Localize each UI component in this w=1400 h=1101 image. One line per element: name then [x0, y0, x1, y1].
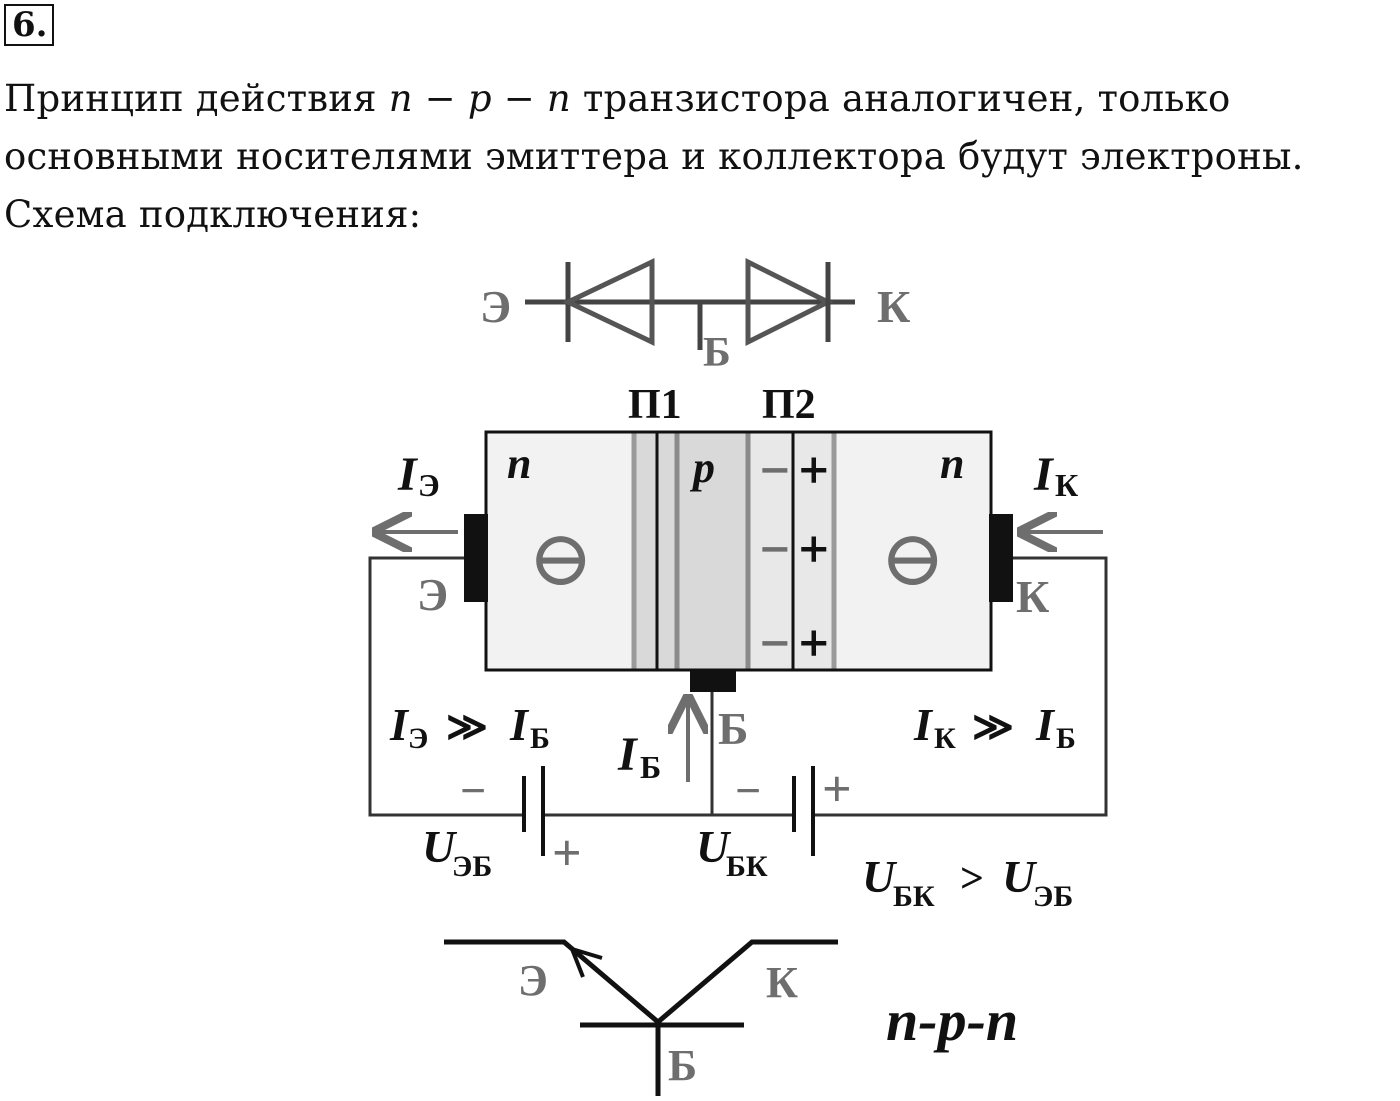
svg-text:I: I [913, 699, 934, 750]
collector-current-label: I К [1033, 448, 1078, 503]
svg-text:Б: Б [640, 749, 661, 785]
svg-text:I: I [1035, 699, 1056, 750]
space-charge-minus: − [758, 525, 792, 572]
svg-text:Б: Б [530, 722, 550, 755]
region-middle-p: p [689, 443, 715, 492]
space-charge-plus: + [797, 446, 831, 493]
circuit-wires [368, 556, 1108, 817]
svg-text:Э: Э [418, 467, 440, 503]
emitter-current-label: I Э [397, 448, 440, 503]
svg-text:+: + [822, 761, 852, 818]
space-charge-minus: − [758, 446, 792, 493]
space-charge-minus: − [758, 619, 792, 666]
junction-p2-label: П2 [762, 382, 816, 428]
collector-contact-label: К [1016, 571, 1049, 622]
collector-relation: I К ≫ I Б [913, 699, 1076, 755]
problem-statement: Принцип действия n − p − n транзистора а… [4, 70, 1396, 244]
svg-text:БК: БК [893, 880, 935, 913]
svg-text:Э: Э [408, 722, 428, 755]
svg-text:ЭБ: ЭБ [1033, 880, 1073, 913]
svg-text:К: К [1055, 467, 1078, 503]
svg-text:≫: ≫ [972, 704, 1014, 749]
svg-text:U: U [696, 821, 732, 872]
svg-text:К: К [934, 722, 956, 755]
top-base-label: Б [703, 330, 731, 376]
emitter-contact-label: Э [417, 569, 448, 620]
svg-text:+: + [552, 825, 582, 882]
voltage-left-label: U ЭБ [422, 821, 492, 883]
svg-text:Б: Б [1056, 722, 1076, 755]
emitter-relation: I Э ≫ I Б [389, 699, 550, 755]
npn-type-label: n-p-n [886, 988, 1018, 1053]
npn-symbol [444, 939, 838, 1096]
base-current-label: I Б [617, 728, 661, 785]
svg-text:−: − [735, 765, 761, 816]
svg-text:I: I [509, 699, 530, 750]
svg-text:≫: ≫ [446, 704, 488, 749]
svg-text:U: U [422, 821, 458, 872]
npn-base-label: Б [668, 1041, 697, 1090]
svg-text:БК: БК [726, 850, 768, 883]
carrier-right: ⊖ [880, 514, 945, 604]
top-collector-label: К [877, 281, 910, 332]
svg-text:−: − [460, 765, 486, 816]
formula: n − p − n [388, 77, 571, 120]
svg-text:I: I [1033, 448, 1055, 501]
base-contact-label: Б [718, 703, 748, 754]
voltage-relation: U БК > U ЭБ [862, 851, 1073, 913]
svg-text:ЭБ: ЭБ [452, 850, 492, 883]
text-after: транзистора аналогичен, только основными… [4, 77, 1304, 236]
svg-text:I: I [617, 728, 639, 781]
junction-p1-label: П1 [628, 382, 682, 428]
svg-text:I: I [397, 448, 419, 501]
text-before: Принцип действия [4, 77, 389, 120]
npn-collector-label: К [766, 958, 798, 1007]
semiconductor-block [464, 430, 1013, 692]
diode-pair-symbol [525, 257, 855, 350]
svg-text:U: U [862, 851, 898, 902]
voltage-right-label: U БК [696, 821, 768, 883]
svg-text:>: > [960, 856, 984, 902]
battery-right: − + [735, 761, 852, 856]
space-charge-plus: + [797, 525, 831, 572]
battery-left: − + [460, 765, 582, 882]
carrier-left: ⊖ [528, 514, 593, 604]
space-charge-plus: + [797, 619, 831, 666]
svg-text:I: I [389, 699, 410, 750]
region-left-n: n [507, 439, 531, 488]
region-right-n: n [940, 439, 964, 488]
npn-emitter-label: Э [518, 956, 548, 1005]
top-emitter-label: Э [480, 281, 511, 332]
svg-text:U: U [1002, 851, 1038, 902]
problem-number: 6. [4, 4, 54, 46]
space-charge: − + − + − + [758, 446, 831, 666]
